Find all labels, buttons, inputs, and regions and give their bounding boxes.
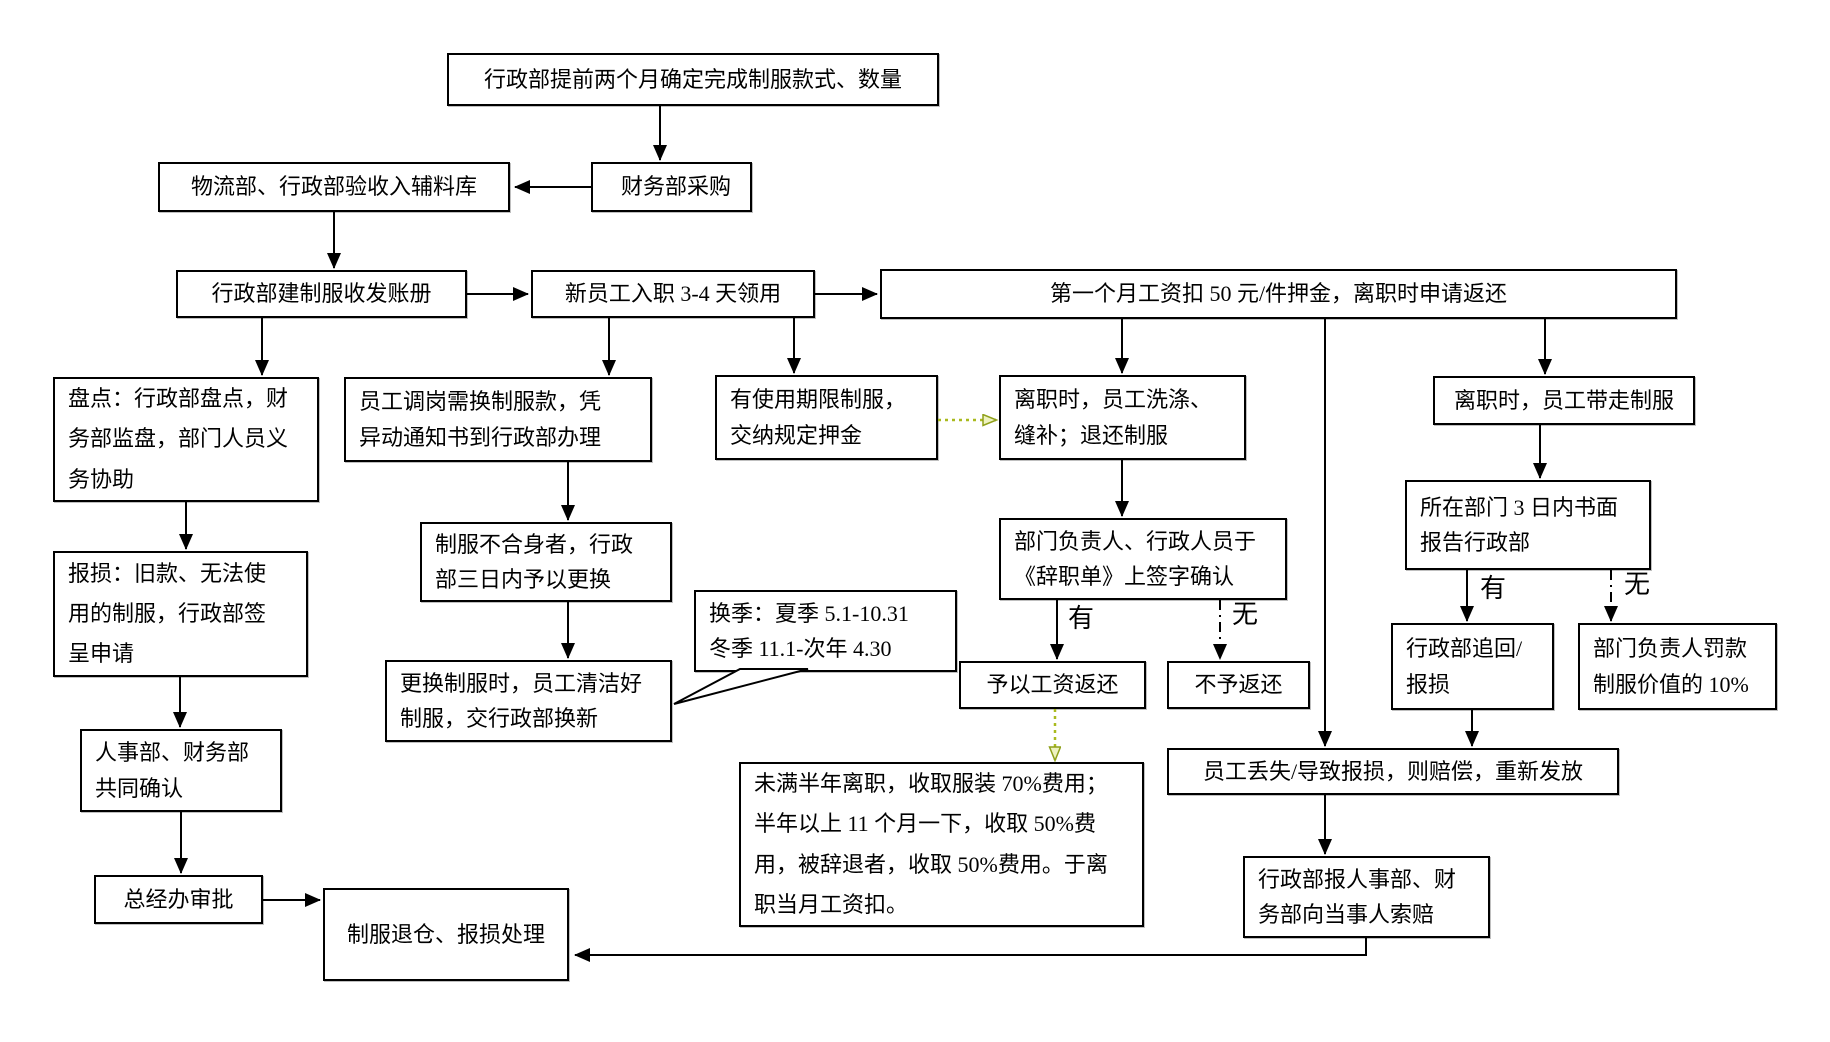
node-hr-finance-confirm: 人事部、财务部 共同确认 (80, 729, 282, 812)
node-uniform-return: 制服退仓、报损处理 (323, 888, 569, 981)
node-admin-recover: 行政部追回/ 报损 (1391, 623, 1554, 710)
node-no-return: 不予返还 (1167, 661, 1310, 709)
node-fee-rule: 未满半年离职，收取服装 70%费用； 半年以上 11 个月一下，收取 50%费 … (739, 762, 1144, 927)
node-damage-report: 报损：旧款、无法使 用的制服，行政部签 呈申请 (53, 551, 308, 677)
branch-label-yes: 有 (1480, 574, 1507, 603)
node-salary-return: 予以工资返还 (959, 661, 1146, 709)
node-new-employee: 新员工入职 3-4 天领用 (531, 270, 815, 318)
node-lost-compensate: 员工丢失/导致报损，则赔偿，重新发放 (1167, 748, 1619, 795)
node-uniform-ledger: 行政部建制服收发账册 (176, 270, 467, 318)
branch-label-no: 无 (1232, 600, 1259, 629)
node-claim: 行政部报人事部、财 务部向当事人索赔 (1243, 856, 1490, 938)
node-manager-fine: 部门负责人罚款 制服价值的 10% (1578, 623, 1777, 710)
node-take-away: 离职时，员工带走制服 (1433, 376, 1695, 425)
node-transfer: 员工调岗需换制服款，凭 异动通知书到行政部办理 (344, 377, 652, 462)
branch-label-no: 无 (1624, 570, 1651, 599)
node-term-uniform: 有使用期限制服， 交纳规定押金 (715, 375, 938, 460)
callout-season: 换季：夏季 5.1-10.31 冬季 11.1-次年 4.30 (694, 590, 957, 672)
branch-label-yes: 有 (1068, 604, 1095, 633)
node-gm-approve: 总经办审批 (94, 875, 263, 924)
node-finance-purchase: 财务部采购 (591, 162, 752, 212)
node-wash-return: 离职时，员工洗涤、 缝补；退还制服 (999, 375, 1246, 460)
callout-tail (673, 668, 809, 705)
node-sign-confirm: 部门负责人、行政人员于 《辞职单》上签字确认 (999, 518, 1287, 600)
node-unfit-replace: 制服不合身者，行政 部三日内予以更换 (420, 522, 672, 602)
node-determine-style: 行政部提前两个月确定完成制服款式、数量 (447, 53, 939, 106)
node-inventory: 盘点：行政部盘点，财 务部监盘，部门人员义 务协助 (53, 377, 319, 502)
node-deposit-rule: 第一个月工资扣 50 元/件押金，离职时申请返还 (880, 269, 1677, 319)
node-report-3days: 所在部门 3 日内书面 报告行政部 (1405, 480, 1651, 570)
node-warehouse-check: 物流部、行政部验收入辅料库 (158, 162, 510, 212)
node-clean-exchange: 更换制服时，员工清洁好 制服，交行政部换新 (385, 660, 672, 742)
